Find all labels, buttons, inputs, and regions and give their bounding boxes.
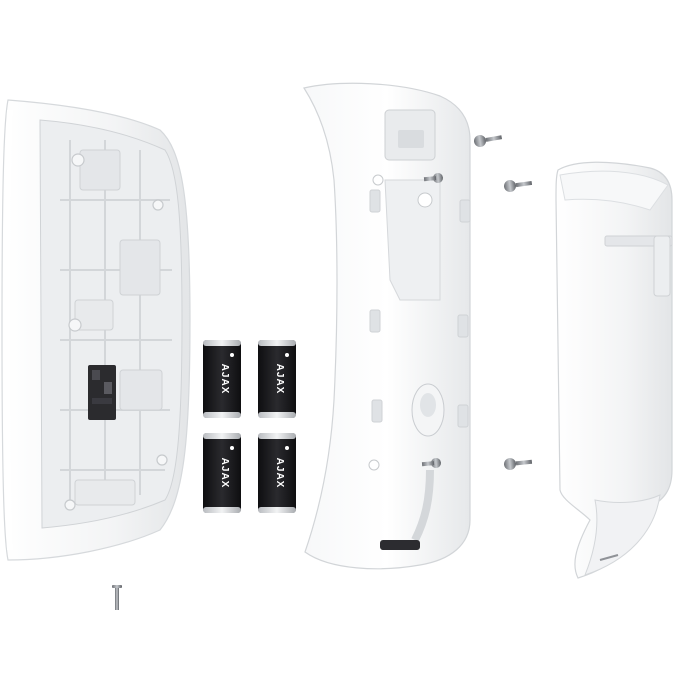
screw-6	[112, 585, 122, 610]
screw-4	[421, 458, 441, 468]
battery-brand-label: AJAX	[219, 364, 230, 395]
screw-2	[504, 180, 533, 192]
battery-brand-label: AJAX	[274, 458, 285, 489]
screw-5	[504, 458, 533, 470]
battery-3: AJAX	[203, 433, 241, 513]
front-housing	[1, 99, 191, 561]
screw-1	[474, 135, 503, 147]
battery-2: AJAX	[258, 340, 296, 418]
screw-3	[423, 173, 443, 183]
battery-brand-label: AJAX	[219, 458, 230, 489]
mounting-plate	[303, 82, 471, 570]
battery-brand-label: AJAX	[274, 364, 285, 395]
screws	[112, 135, 533, 610]
battery-pack: AJAX AJAX AJAX AJAX	[203, 340, 296, 513]
battery-1: AJAX	[203, 340, 241, 418]
tamper-clip	[411, 383, 445, 437]
battery-4: AJAX	[258, 433, 296, 513]
circuit-module	[88, 365, 116, 420]
back-cover	[555, 161, 673, 579]
